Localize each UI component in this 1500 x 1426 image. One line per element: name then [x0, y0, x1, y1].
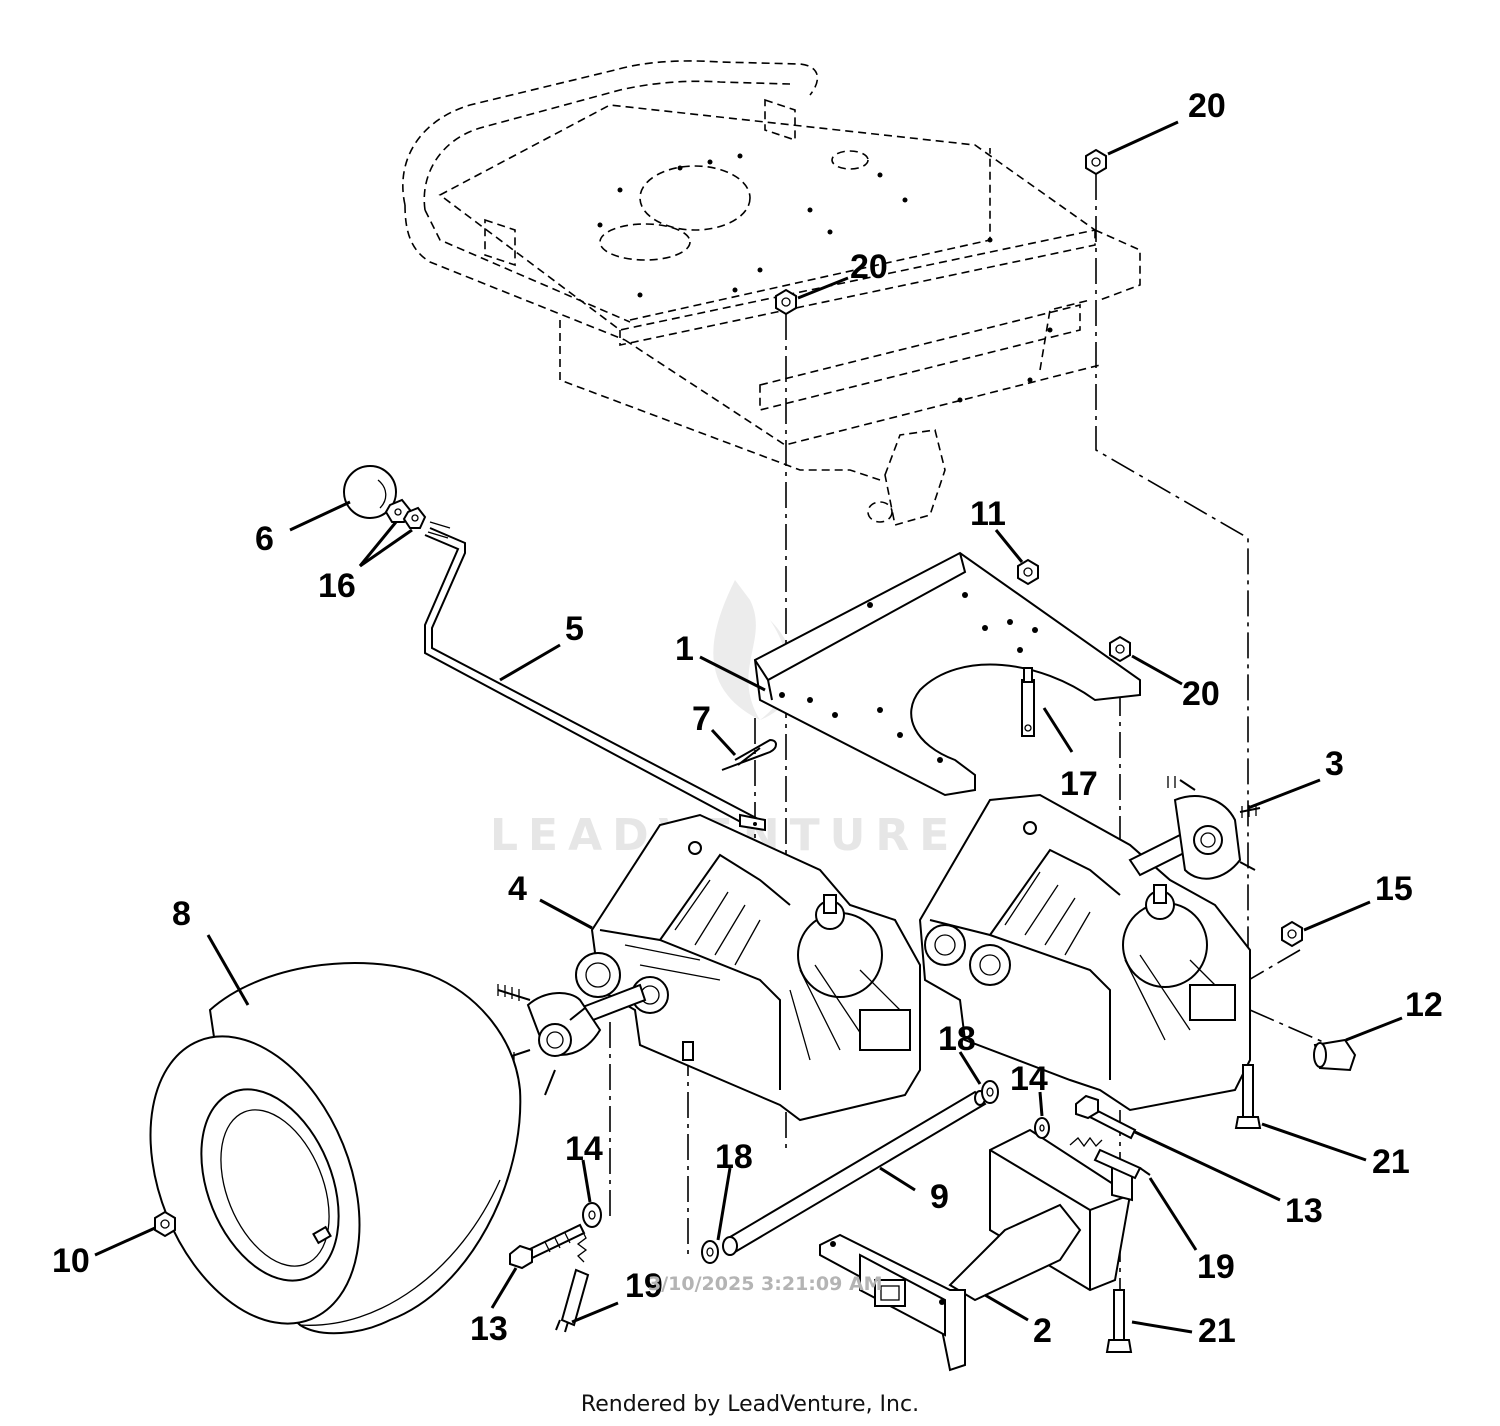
callout-18: 18 [715, 1138, 753, 1176]
callout-3: 3 [1325, 745, 1344, 783]
callout-7: 7 [692, 700, 711, 738]
bolt-21-lower [1105, 1289, 1133, 1353]
right-axle-hub [1128, 776, 1261, 880]
washer-14-left [582, 1202, 602, 1228]
washers-18 [701, 1080, 999, 1264]
callout-9: 9 [930, 1178, 949, 1216]
hairpin-clip [721, 738, 777, 771]
footer-credit: Rendered by LeadVenture, Inc. [580, 1392, 920, 1417]
nut-15 [1281, 920, 1303, 948]
shift-lever [424, 521, 766, 832]
rear-wheel [149, 961, 522, 1335]
callout-20: 20 [850, 248, 888, 286]
mounting-plate [753, 551, 1141, 797]
callout-10: 10 [52, 1242, 90, 1280]
pivot-rod [722, 1090, 987, 1256]
callout-20: 20 [1182, 675, 1220, 713]
callout-8: 8 [172, 895, 191, 933]
callout-15: 15 [1375, 870, 1413, 908]
callout-17: 17 [1060, 765, 1098, 803]
nut-plate-right [1109, 635, 1131, 663]
callout-6: 6 [255, 520, 274, 558]
bolt-13-right [1075, 1094, 1137, 1140]
spring-19-right [1069, 1136, 1151, 1180]
seat-frame [402, 60, 1141, 527]
callout-16: 16 [318, 567, 356, 605]
callout-4: 4 [508, 870, 527, 908]
callout-labels: 20 20 11 6 16 5 1 20 7 17 3 4 8 15 12 18… [52, 87, 1443, 1350]
nut-top-right [1085, 148, 1107, 176]
callout-19: 19 [625, 1267, 663, 1305]
callout-1: 1 [675, 630, 694, 668]
left-transmission [575, 813, 921, 1122]
bolt-21-upper [1234, 1064, 1262, 1129]
callout-14: 14 [565, 1130, 603, 1168]
lug-nut-wheel [154, 1210, 176, 1238]
callout-18: 18 [938, 1020, 976, 1058]
spacer-12 [1313, 1038, 1357, 1072]
callout-5: 5 [565, 610, 584, 648]
bolt-13-left [509, 1223, 586, 1270]
callout-21: 21 [1198, 1312, 1236, 1350]
shift-knob [343, 465, 397, 519]
spring-19-left [555, 1229, 590, 1333]
callout-12: 12 [1405, 986, 1443, 1024]
nut-frame-center [775, 288, 797, 316]
leader-lines [94, 120, 1403, 1334]
render-timestamp: 3/10/2025 3:21:09 AM [648, 1273, 883, 1295]
callout-11: 11 [970, 495, 1006, 533]
callout-14: 14 [1010, 1060, 1048, 1098]
right-transmission [918, 793, 1251, 1112]
jam-nuts [384, 498, 427, 529]
callout-13: 13 [470, 1310, 508, 1348]
callout-21: 21 [1372, 1143, 1410, 1181]
callout-20: 20 [1188, 87, 1226, 125]
hitch-assembly [819, 1128, 1133, 1372]
nut-11 [1017, 558, 1039, 586]
callout-2: 2 [1033, 1312, 1052, 1350]
pivot-pin [1021, 667, 1035, 737]
callout-13: 13 [1285, 1192, 1323, 1230]
washer-14-right [1034, 1117, 1050, 1139]
callout-19: 19 [1197, 1248, 1235, 1286]
left-axle-hub [497, 983, 647, 1096]
